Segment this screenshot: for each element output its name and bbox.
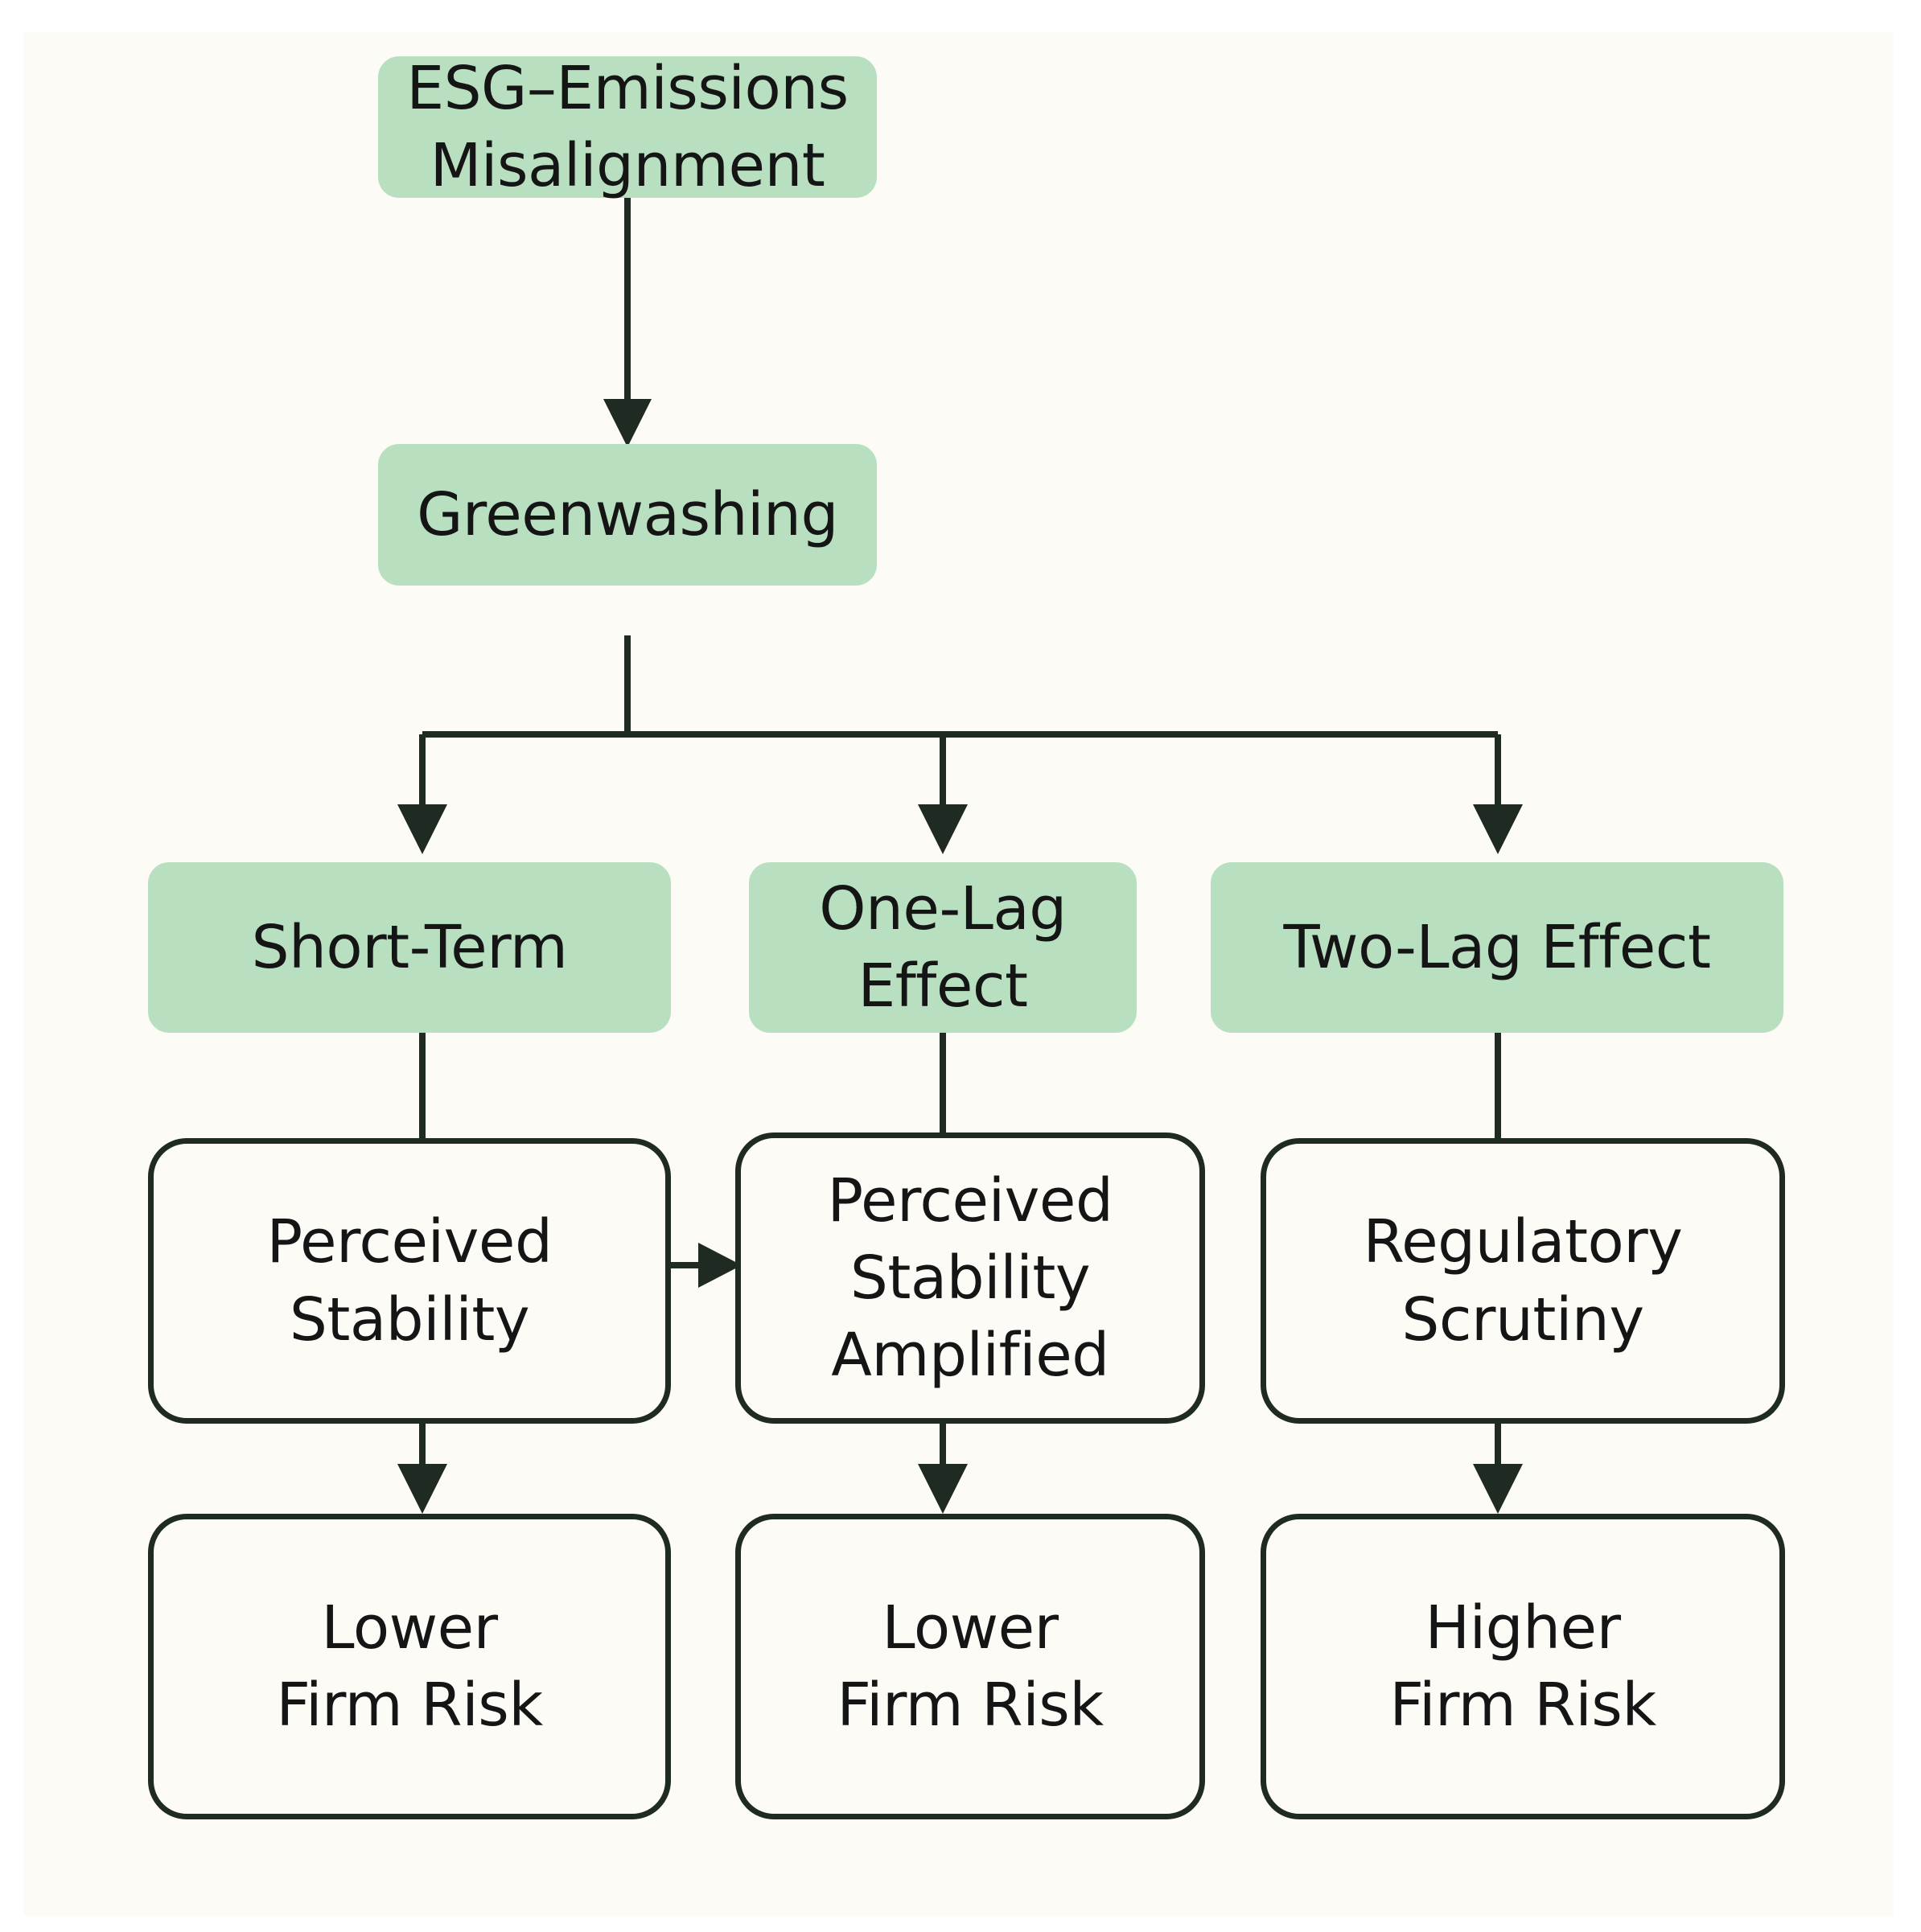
node-esg-emissions-misalignment[interactable]: ESG–Emissions Misalignment [378,54,877,200]
node-perceived-stability[interactable]: Perceived Stability [148,1138,671,1424]
node-lower-firm-risk-one-lag[interactable]: Lower Firm Risk [735,1514,1205,1819]
node-higher-firm-risk[interactable]: Higher Firm Risk [1261,1514,1785,1819]
node-two-lag-effect[interactable]: Two-Lag Effect [1211,862,1783,1033]
node-short-term[interactable]: Short-Term [148,862,671,1033]
node-lower-firm-risk-short-term[interactable]: Lower Firm Risk [148,1514,671,1819]
node-one-lag-effect[interactable]: One-Lag Effect [749,862,1137,1033]
node-perceived-stability-amplified[interactable]: Perceived Stability Amplified [735,1132,1205,1424]
node-regulatory-scrutiny[interactable]: Regulatory Scrutiny [1261,1138,1785,1424]
node-greenwashing[interactable]: Greenwashing [378,444,877,586]
